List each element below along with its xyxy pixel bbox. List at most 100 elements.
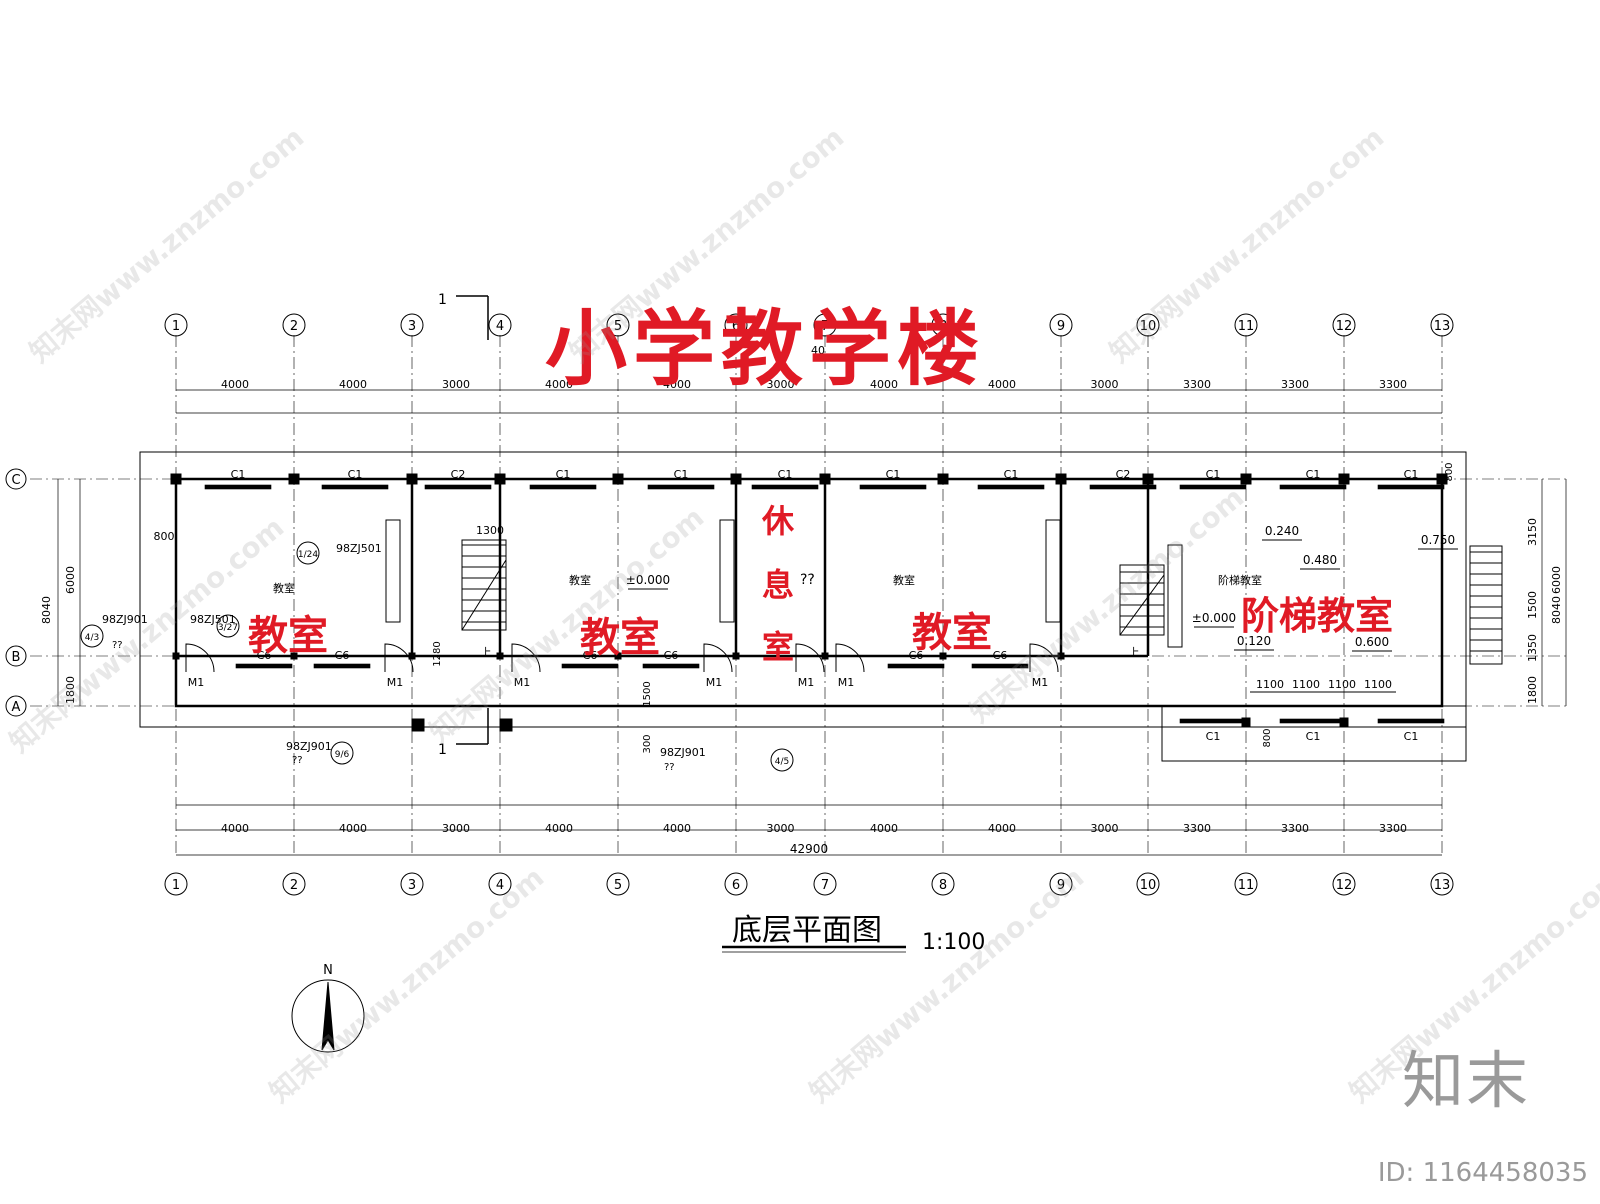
axis-bubble-top-7: [813, 313, 837, 337]
axis-bubble-top-6: [724, 313, 748, 337]
dim-bottom-10: 3300: [1183, 822, 1211, 835]
window-label-top-6: C1: [778, 468, 793, 481]
door-label-4: M1: [706, 676, 723, 689]
elevation-7: 0.600: [1355, 635, 1389, 649]
dim-bottom-11: 3300: [1281, 822, 1309, 835]
column-top-2: [288, 473, 300, 485]
dim-top-10: 3300: [1183, 378, 1211, 391]
axis-bubble-bottom-13: [1430, 872, 1454, 896]
dim-300: 300: [642, 734, 653, 753]
dim-bottom-9: 3000: [1091, 822, 1119, 835]
hall-dim-3: 1100: [1328, 678, 1356, 691]
dim-left-800: 800: [154, 530, 175, 543]
door-3: [511, 643, 541, 673]
ref-bubble-3: [80, 624, 104, 648]
stair-right: [1119, 564, 1165, 636]
window-label-mid-5: C6: [909, 649, 924, 662]
dim-right-4: 1800: [1526, 676, 1539, 704]
dim-right-2: 1500: [1526, 591, 1539, 619]
axis-bubble-top-12: [1332, 313, 1356, 337]
axis-label-top-2: 2: [290, 319, 298, 334]
window-top-2: [321, 484, 389, 490]
dim-top-extra: 40: [811, 344, 825, 357]
column-top-5: [612, 473, 624, 485]
axis-label-bottom-4: 4: [496, 878, 504, 893]
drawing-title: 小学教学楼: [545, 302, 986, 397]
column-top-10: [1142, 473, 1154, 485]
axis-label-bottom-9: 9: [1057, 878, 1065, 893]
plan-title: 底层平面图: [732, 913, 882, 948]
dim-right-5: 6000: [1550, 566, 1563, 594]
dim-top-8: 4000: [988, 378, 1016, 391]
axis-bubble-bottom-7: [813, 872, 837, 896]
axis-label-bottom-7: 7: [821, 878, 829, 893]
axis-bubble-A: [5, 695, 27, 717]
window-label-mid-3: C6: [583, 649, 598, 662]
window-top-7: [859, 484, 927, 490]
window-label-top-7: C1: [886, 468, 901, 481]
elevation-2: ±0.000: [1192, 611, 1236, 625]
axis-label-A: A: [12, 700, 21, 715]
dim-top-7: 4000: [870, 378, 898, 391]
window-label-mid-6: C6: [993, 649, 1008, 662]
window-label-top-2: C1: [348, 468, 363, 481]
window-top-4: [529, 484, 597, 490]
axis-bubble-top-5: [606, 313, 630, 337]
stair-up-label: 上: [481, 646, 492, 659]
ref-unknown-3: ??: [664, 762, 675, 773]
room-label-classroom-1: 教室: [248, 613, 328, 659]
axis-label-top-1: 1: [172, 319, 180, 334]
blackboard-3: [1045, 519, 1061, 623]
window-label-bottom-3: C1: [1404, 730, 1419, 743]
window-mid-4: [642, 663, 700, 669]
ref-bubble-4: [330, 741, 354, 765]
elevation-6: 0.120: [1237, 634, 1271, 648]
axis-label-top-11: 11: [1238, 319, 1255, 334]
axis-label-bottom-11: 11: [1238, 878, 1255, 893]
dim-top-9: 3000: [1091, 378, 1119, 391]
window-top-10: [1179, 484, 1247, 490]
window-label-bottom-1: C1: [1206, 730, 1221, 743]
dim-top-5: 4000: [663, 378, 691, 391]
axis-bubble-B: [5, 645, 27, 667]
rest-unknown: ??: [800, 572, 815, 588]
axis-label-bottom-6: 6: [732, 878, 740, 893]
ref-2: 98ZJ501: [190, 613, 236, 626]
window-label-mid-1: C6: [257, 649, 272, 662]
ref-bubble-1: [296, 541, 320, 565]
window-top-3: [424, 484, 492, 490]
column-mid-9: [1057, 652, 1065, 660]
axis-bubble-bottom-12: [1332, 872, 1356, 896]
axis-bubble-top-3: [400, 313, 424, 337]
north-arrow-needle: [321, 981, 335, 1051]
door-6: [835, 643, 865, 673]
column-mid-1: [172, 652, 180, 660]
dim-bottom-1: 4000: [221, 822, 249, 835]
dim-top-11: 3300: [1281, 378, 1309, 391]
ref-1: 98ZJ501: [336, 542, 382, 555]
window-top-9: [1089, 484, 1157, 490]
dim-left-3: 1800: [64, 676, 77, 704]
axis-bubble-bottom-1: [164, 872, 188, 896]
dim-top-12: 3300: [1379, 378, 1407, 391]
column-mid-6: [732, 652, 740, 660]
window-label-top-1: C1: [231, 468, 246, 481]
window-top-12: [1377, 484, 1445, 490]
window-bottom-2: [1279, 718, 1347, 724]
axis-label-top-6: 6: [732, 319, 740, 334]
room-small-1: 教室: [273, 581, 295, 595]
axis-label-bottom-2: 2: [290, 878, 298, 893]
room-small-4: 阶梯教室: [1218, 573, 1262, 587]
door-5: [795, 643, 825, 673]
column-a-2: [499, 718, 513, 732]
window-label-mid-4: C6: [664, 649, 679, 662]
hall-dim-2: 1100: [1292, 678, 1320, 691]
dim-top-4: 4000: [545, 378, 573, 391]
window-bottom-3: [1377, 718, 1445, 724]
window-label-bottom-2: C1: [1306, 730, 1321, 743]
window-top-1: [204, 484, 272, 490]
window-mid-5: [887, 663, 945, 669]
window-label-top-4: C1: [556, 468, 571, 481]
